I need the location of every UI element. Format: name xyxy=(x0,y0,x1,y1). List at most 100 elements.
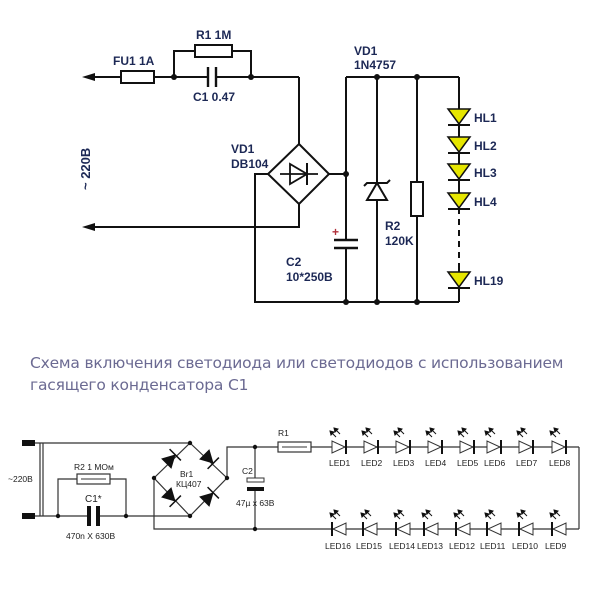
r1-label: R1 1M xyxy=(196,28,231,42)
zener-label-name: VD1 xyxy=(354,44,378,58)
led-led1: LED1 xyxy=(329,427,351,468)
led-hl1: HL1 xyxy=(446,108,497,126)
led-label: LED5 xyxy=(457,458,479,468)
led-led5: LED5 xyxy=(457,427,479,468)
c2-label-name: C2 xyxy=(286,255,302,269)
bridge-outline xyxy=(153,442,228,517)
r2-label-name: R2 xyxy=(385,219,401,233)
zener-label-part: 1N4757 xyxy=(354,58,396,72)
resistor-r1 xyxy=(194,44,233,58)
light-emission-icon xyxy=(549,427,561,438)
light-emission-icon xyxy=(453,509,465,520)
capacitor-c2-plate-bottom xyxy=(247,487,264,491)
light-emission-icon xyxy=(549,509,561,520)
wire-input-bottom xyxy=(90,204,300,228)
led-label: LED12 xyxy=(449,541,475,551)
terminal-bottom xyxy=(22,513,35,519)
terminal-top xyxy=(22,440,35,446)
led-label: LED6 xyxy=(484,458,506,468)
bridge-rectifier-vd1 xyxy=(266,142,331,206)
led-led11: LED11 xyxy=(480,509,506,551)
c1-value-bottom: 470n X 630В xyxy=(66,531,115,541)
led-led8: LED8 xyxy=(549,427,571,468)
led-led2: LED2 xyxy=(361,427,383,468)
input-arrow-top xyxy=(82,73,95,81)
bridge-label-name: VD1 xyxy=(231,142,255,156)
bridge-diodes xyxy=(161,448,220,508)
led-label: LED13 xyxy=(417,541,443,551)
capacitor-c2 xyxy=(334,238,358,250)
capacitor-c1-plate-right xyxy=(96,506,100,526)
led-label: HL1 xyxy=(474,111,497,125)
capacitor-c2-plate-top xyxy=(246,477,265,483)
led-hl2: HL2 xyxy=(446,136,497,154)
light-emission-icon xyxy=(484,509,496,520)
led-led7: LED7 xyxy=(516,427,538,468)
wire xyxy=(254,173,459,303)
c2-value-bottom: 47µ x 63В xyxy=(236,498,275,508)
r2-label-value: 120K xyxy=(385,234,414,248)
capacitor-c1-plate-left xyxy=(87,506,91,526)
bridge-label-bottom-name: Br1 xyxy=(180,469,194,479)
c2-polarity-mark: + xyxy=(332,225,339,239)
led-label: LED4 xyxy=(425,458,447,468)
r1-label-bottom: R1 xyxy=(278,428,289,438)
bridge-label-bottom-part: КЦ407 xyxy=(176,479,202,489)
capacitor-c1 xyxy=(206,67,218,87)
caption-line-2: гасящего конденсатора С1 xyxy=(30,376,249,394)
led-led13: LED13 xyxy=(417,509,443,551)
light-emission-icon xyxy=(329,427,341,438)
junction-dots xyxy=(171,74,420,305)
led-led4: LED4 xyxy=(425,427,447,468)
wire xyxy=(173,50,195,77)
led-label: HL3 xyxy=(474,166,497,180)
light-emission-icon xyxy=(361,427,373,438)
caption: Схема включения светодиода или светодиод… xyxy=(30,352,580,396)
led-led14: LED14 xyxy=(389,509,415,551)
led-label: LED11 xyxy=(480,541,506,551)
led-label: LED14 xyxy=(389,541,415,551)
led-label: HL4 xyxy=(474,195,497,209)
light-emission-icon xyxy=(516,509,528,520)
led-label: HL2 xyxy=(474,139,497,153)
wire xyxy=(110,478,127,516)
led-label: LED8 xyxy=(549,458,571,468)
c2-label-bottom: C2 xyxy=(242,466,253,476)
top-schematic: FU1 1A R1 1M C1 0.47 ~ 220В VD1 DB104 + … xyxy=(78,28,504,305)
led-led12: LED12 xyxy=(449,509,475,551)
wire xyxy=(226,446,278,478)
resistor-r1-bottom xyxy=(277,441,312,453)
led-led3: LED3 xyxy=(393,427,415,468)
led-hl3: HL3 xyxy=(446,163,497,181)
light-emission-icon xyxy=(516,427,528,438)
led-led16: LED16 xyxy=(325,509,351,551)
led-led6: LED6 xyxy=(484,427,506,468)
led-label: LED9 xyxy=(545,541,567,551)
light-emission-icon xyxy=(393,427,405,438)
light-emission-icon xyxy=(457,427,469,438)
wire xyxy=(57,478,77,516)
light-emission-icon xyxy=(393,509,405,520)
supply-label: ~ 220В xyxy=(78,148,93,190)
led-label: LED10 xyxy=(512,541,538,551)
led-led10: LED10 xyxy=(512,509,538,551)
light-emission-icon xyxy=(360,509,372,520)
junction-dots-bottom xyxy=(55,440,258,532)
led-led9: LED9 xyxy=(545,509,567,551)
led-label: LED1 xyxy=(329,458,351,468)
resistor-r2-bottom xyxy=(76,473,111,485)
zener-diode xyxy=(363,179,391,201)
supply-label-bottom: ~220В xyxy=(8,474,33,484)
led-led15: LED15 xyxy=(356,509,382,551)
fuse-label: FU1 1A xyxy=(113,54,155,68)
r2-label-bottom: R2 1 МОм xyxy=(74,462,114,472)
led-label: LED7 xyxy=(516,458,538,468)
light-emission-icon xyxy=(421,509,433,520)
led-label: LED16 xyxy=(325,541,351,551)
led-hl19: HL19 xyxy=(446,271,504,289)
c1-label: C1 0.47 xyxy=(193,90,235,104)
led-label: HL19 xyxy=(474,274,504,288)
led-label: LED2 xyxy=(361,458,383,468)
fuse-symbol xyxy=(120,70,155,84)
input-arrow-bottom xyxy=(82,223,95,231)
